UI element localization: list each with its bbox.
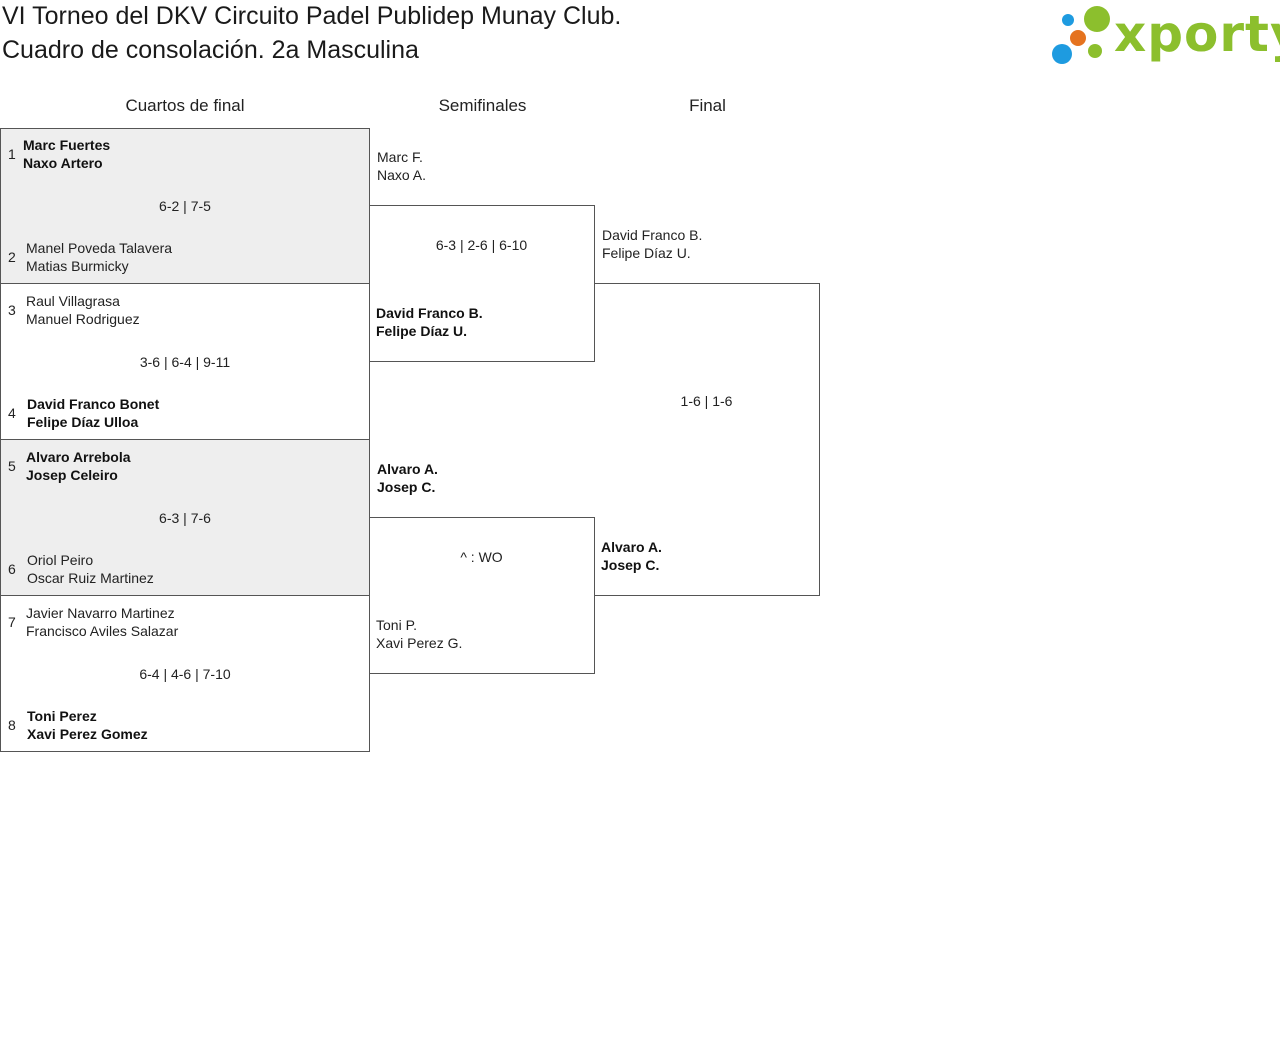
player-name[interactable]: David Franco B. [376, 305, 483, 321]
final-match: 1-6 | 1-6 Alvaro A. Josep C. [594, 283, 820, 596]
player-name[interactable]: Marc F. [377, 149, 423, 165]
seed-number: 1 [8, 146, 16, 162]
player-name[interactable]: Naxo A. [377, 167, 427, 183]
seed-number: 8 [8, 717, 16, 733]
player-name[interactable]: Xavi Perez Gomez [27, 726, 148, 742]
player-name[interactable]: Francisco Aviles Salazar [26, 623, 179, 639]
quarterfinal-match-2: 3 Raul Villagrasa Manuel Rodriguez 3-6 |… [0, 283, 370, 440]
player-name[interactable]: Marc Fuertes [23, 137, 111, 153]
round-title-final: Final [689, 96, 726, 115]
player-name[interactable]: Josep C. [377, 479, 436, 495]
player-name[interactable]: Naxo Artero [23, 155, 103, 171]
round-title-semifinals: Semifinales [438, 96, 527, 115]
player-name[interactable]: Oriol Peiro [27, 552, 94, 568]
semifinal-match-1: 6-3 | 2-6 | 6-10 David Franco B. Felipe … [369, 205, 595, 362]
quarterfinal-match-1: 1 Marc Fuertes Naxo Artero 6-2 | 7-5 2 M… [0, 128, 370, 284]
match-score: 6-4 | 4-6 | 7-10 [139, 666, 231, 682]
player-name[interactable]: Alvaro A. [377, 461, 438, 477]
match-score: 3-6 | 6-4 | 9-11 [139, 354, 231, 370]
player-name[interactable]: Oscar Ruiz Martinez [27, 570, 154, 586]
xporty-logo[interactable]: xporty [1050, 4, 1280, 68]
player-name[interactable]: Josep Celeiro [26, 467, 118, 483]
player-name[interactable]: Josep C. [601, 557, 660, 573]
match-score: 6-3 | 7-6 [159, 510, 211, 526]
player-name[interactable]: Alvaro A. [601, 539, 662, 555]
player-name[interactable]: Felipe Díaz U. [376, 323, 468, 339]
round-title-quarterfinals: Cuartos de final [125, 96, 245, 115]
quarterfinal-match-4: 7 Javier Navarro Martinez Francisco Avil… [0, 595, 370, 752]
logo-dot-blue-small-icon [1062, 14, 1074, 26]
seed-number: 4 [8, 405, 16, 421]
match-score: 6-3 | 2-6 | 6-10 [435, 237, 528, 253]
seed-number: 5 [8, 458, 16, 474]
seed-number: 3 [8, 302, 16, 318]
player-name[interactable]: Matias Burmicky [26, 258, 129, 274]
semifinal-match-2: ^ : WO Toni P. Xavi Perez G. [369, 517, 595, 674]
logo-wordmark: xporty [1114, 5, 1280, 63]
player-name[interactable]: Xavi Perez G. [376, 635, 463, 651]
player-name[interactable]: Alvaro Arrebola [26, 449, 131, 465]
player-name[interactable]: Manuel Rodriguez [26, 311, 140, 327]
logo-dot-green-icon [1084, 6, 1110, 32]
player-name[interactable]: Manel Poveda Talavera [26, 240, 173, 256]
logo-dot-orange-icon [1070, 30, 1086, 46]
match-score: ^ : WO [460, 549, 503, 565]
logo-dot-blue-large-icon [1052, 44, 1072, 64]
player-name[interactable]: Toni P. [376, 617, 417, 633]
player-name[interactable]: Felipe Díaz Ulloa [27, 414, 139, 430]
player-name[interactable]: Javier Navarro Martinez [26, 605, 175, 621]
player-name[interactable]: David Franco Bonet [27, 396, 160, 412]
seed-number: 2 [8, 249, 16, 265]
seed-number: 7 [8, 614, 16, 630]
match-score: 1-6 | 1-6 [680, 393, 733, 409]
player-name[interactable]: Felipe Díaz U. [602, 245, 691, 261]
seed-number: 6 [8, 561, 16, 577]
player-name[interactable]: David Franco B. [602, 227, 703, 243]
logo-dot-green-small-icon [1088, 44, 1102, 58]
player-name[interactable]: Raul Villagrasa [26, 293, 120, 309]
draw-subtitle: Cuadro de consolación. 2a Masculina [2, 36, 419, 64]
tournament-title: VI Torneo del DKV Circuito Padel Publide… [2, 2, 622, 30]
player-name[interactable]: Toni Perez [27, 708, 97, 724]
match-score: 6-2 | 7-5 [159, 198, 211, 214]
quarterfinal-match-3: 5 Alvaro Arrebola Josep Celeiro 6-3 | 7-… [0, 439, 370, 596]
